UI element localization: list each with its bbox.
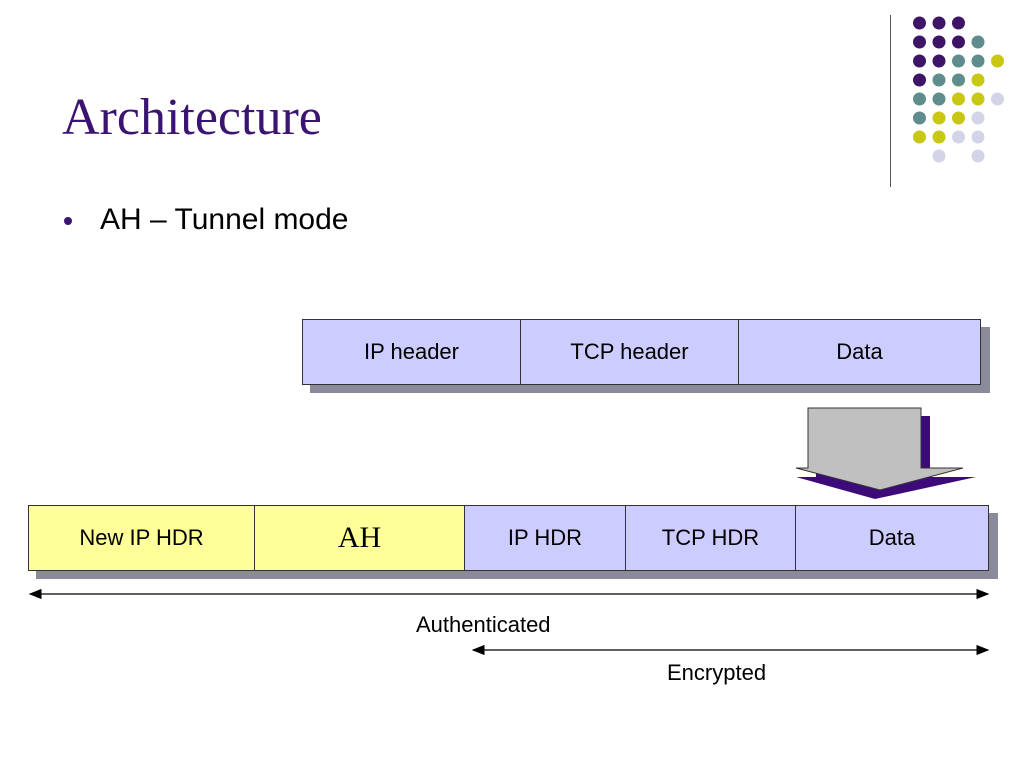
decorative-dot bbox=[971, 149, 985, 163]
bullet-dot-icon bbox=[64, 217, 72, 225]
decorative-dot bbox=[913, 54, 926, 68]
decorative-dot bbox=[971, 54, 985, 68]
decorative-dot bbox=[932, 111, 946, 125]
down-arrow-shadow bbox=[796, 416, 976, 499]
cell-label: TCP HDR bbox=[661, 525, 760, 550]
decorative-dot bbox=[952, 35, 965, 49]
decorative-dot bbox=[952, 92, 965, 106]
authenticated-label: Authenticated bbox=[416, 612, 551, 637]
new-ip-hdr-cell: New IP HDR bbox=[28, 505, 255, 571]
decorative-dot bbox=[971, 92, 985, 106]
decorative-dot bbox=[952, 54, 965, 68]
decorative-dot bbox=[952, 111, 965, 125]
original-data-cell: Data bbox=[738, 319, 981, 385]
decorative-dot bbox=[971, 73, 985, 87]
decorative-dot bbox=[913, 73, 926, 87]
decorative-dot bbox=[952, 16, 965, 30]
decorative-dot bbox=[952, 130, 965, 144]
encrypted-label: Encrypted bbox=[667, 660, 767, 685]
bullet-text: AH – Tunnel mode bbox=[100, 203, 349, 236]
inner-tcp-hdr-cell: TCP HDR bbox=[625, 505, 796, 571]
cell-label: Data bbox=[868, 525, 916, 550]
decorative-dot bbox=[932, 16, 946, 30]
decorative-dot bbox=[991, 92, 1004, 106]
decorative-divider bbox=[890, 15, 891, 187]
decorative-dot bbox=[952, 73, 965, 87]
down-arrow-icon bbox=[795, 407, 964, 491]
decorative-dot bbox=[913, 35, 926, 49]
decorative-dot-grid bbox=[913, 16, 1004, 163]
decorative-dot bbox=[971, 130, 985, 144]
cell-label: TCP header bbox=[570, 339, 689, 364]
cell-label: AH bbox=[337, 521, 382, 554]
decorative-dot bbox=[913, 130, 926, 144]
decorative-dot bbox=[991, 54, 1004, 68]
decorative-dot bbox=[971, 111, 985, 125]
decorative-dot bbox=[932, 130, 946, 144]
original-tcp-header-cell: TCP header bbox=[520, 319, 739, 385]
decorative-dot bbox=[932, 35, 946, 49]
decorative-dot bbox=[971, 35, 985, 49]
inner-data-cell: Data bbox=[795, 505, 989, 571]
cell-label: IP header bbox=[363, 339, 459, 364]
decorative-dot bbox=[913, 92, 926, 106]
original-ip-header-cell: IP header bbox=[302, 319, 521, 385]
decorative-dot bbox=[913, 111, 926, 125]
cell-label: Data bbox=[836, 339, 883, 364]
decorative-dot bbox=[932, 54, 946, 68]
decorative-dot bbox=[932, 92, 946, 106]
cell-label: IP HDR bbox=[507, 525, 583, 550]
ah-cell: AH bbox=[254, 505, 465, 571]
decorative-dot bbox=[913, 16, 926, 30]
inner-ip-hdr-cell: IP HDR bbox=[464, 505, 626, 571]
decorative-dot bbox=[932, 149, 946, 163]
slide-title: Architecture bbox=[62, 89, 322, 146]
cell-label: New IP HDR bbox=[79, 525, 204, 550]
decorative-dot bbox=[932, 73, 946, 87]
